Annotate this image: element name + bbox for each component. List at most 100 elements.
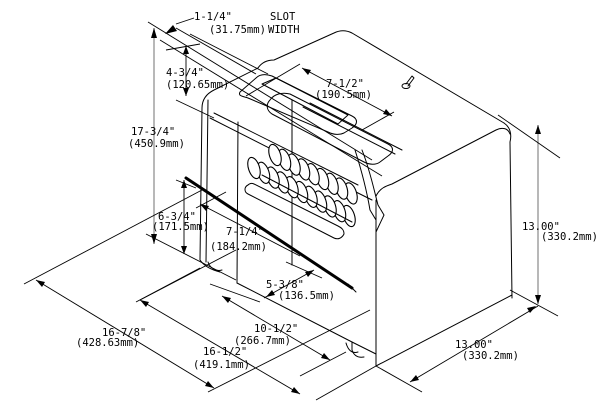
slot-width-note-1: SLOT xyxy=(270,11,296,23)
slot-length-dim-line xyxy=(301,67,393,117)
roller-assembly xyxy=(247,143,358,228)
arrow-icon xyxy=(527,306,536,313)
extension-line xyxy=(175,99,215,119)
opening-width-dim-line xyxy=(199,203,301,257)
extension-line xyxy=(315,365,377,401)
left-outer-profile xyxy=(199,67,259,261)
extension-line xyxy=(195,191,227,209)
arrow-icon xyxy=(535,295,541,304)
overall-height-metric: (450.9mm) xyxy=(128,138,185,150)
base-depth-metric: (419.1mm) xyxy=(193,359,250,371)
arrow-icon xyxy=(410,375,419,382)
dimension-lines xyxy=(23,17,561,401)
center-foot xyxy=(345,342,359,353)
inner-depth-metric: (266.7mm) xyxy=(234,335,291,347)
arrow-icon xyxy=(165,25,177,34)
side-width-metric: (330.2mm) xyxy=(462,350,519,362)
slot-width-ext xyxy=(175,27,257,75)
overall-depth-dim-line xyxy=(35,279,215,389)
extension-line xyxy=(147,21,373,161)
roller-disc xyxy=(247,156,261,180)
center-right-face xyxy=(361,149,385,299)
upper-lip-line-2 xyxy=(213,112,359,186)
arrow-icon xyxy=(321,353,330,360)
arrow-icon xyxy=(205,381,214,388)
extension-line xyxy=(159,39,383,177)
arrow-icon xyxy=(200,204,209,211)
slot-depth-metric: (120.65mm) xyxy=(166,79,229,91)
slot-lip xyxy=(309,102,403,151)
extension-line xyxy=(145,233,237,281)
extension-line xyxy=(209,283,261,303)
inner-depth-imperial: 10-1/2" xyxy=(254,323,298,335)
extension-line xyxy=(361,111,395,131)
extension-line xyxy=(375,365,423,393)
arrow-icon xyxy=(383,109,392,116)
side-width-dim-line xyxy=(409,305,539,383)
center-right-face-inner xyxy=(354,149,377,221)
extension-line xyxy=(285,261,323,279)
top-right-corner xyxy=(503,122,513,299)
roller-offset-imperial: 5-3/8" xyxy=(266,279,304,291)
opening-width-imperial: 7-1/4" xyxy=(226,226,264,238)
arrow-icon xyxy=(302,68,311,75)
extension-line xyxy=(509,289,559,317)
slot-width-metric: (31.75mm) xyxy=(209,24,266,36)
roller-guide-slot xyxy=(244,182,345,240)
dimension-labels: 1-1/4" (31.75mm) SLOT WIDTH 4-3/4" (120.… xyxy=(76,11,598,371)
tear-bar xyxy=(184,176,354,290)
overall-depth-metric: (428.63mm) xyxy=(76,337,139,349)
overall-depth-ext xyxy=(23,189,203,285)
base-depth-ext xyxy=(135,267,201,303)
extension-line xyxy=(299,351,347,377)
top-back-edge xyxy=(257,30,505,124)
slot-depth-imperial: 4-3/4" xyxy=(166,67,204,79)
left-bottom-edge xyxy=(199,259,221,273)
arrow-icon xyxy=(222,296,231,303)
slot-lip-2 xyxy=(302,106,396,155)
overall-depth-ext-2 xyxy=(207,309,371,393)
side-height-metric: (330.2mm) xyxy=(541,231,598,243)
slot-outline xyxy=(239,74,357,135)
arrow-icon xyxy=(181,180,187,188)
slot-width-ext-2 xyxy=(189,33,269,75)
roller-offset-metric: (136.5mm) xyxy=(278,290,335,302)
side-width-imperial: 13.00" xyxy=(455,339,493,351)
arrow-icon xyxy=(151,28,157,38)
slot-inner xyxy=(261,77,349,125)
arrow-icon xyxy=(266,290,275,297)
slot-width-leader xyxy=(175,17,195,25)
tear-bar-end xyxy=(347,283,357,293)
inner-depth-dim-line xyxy=(221,295,331,361)
top-front-edge xyxy=(375,127,511,197)
roller-shaft xyxy=(261,174,353,223)
opening-width-metric: (184.2mm) xyxy=(210,241,267,253)
roller-disc xyxy=(268,143,282,167)
side-height-imperial: 13.00" xyxy=(522,221,560,233)
base-depth-dim-line xyxy=(139,299,301,395)
extension-line xyxy=(245,63,301,97)
overall-height-imperial: 17-3/4" xyxy=(131,126,175,138)
slot-width-imperial: 1-1/4" xyxy=(194,11,232,23)
right-bottom-edge xyxy=(375,294,513,367)
arrow-icon xyxy=(151,234,157,244)
arrow-icon xyxy=(181,246,187,254)
arrow-icon xyxy=(140,300,149,307)
bottom-front-line xyxy=(351,341,365,358)
extension-line xyxy=(497,114,561,159)
key-lock-icon xyxy=(401,75,415,89)
arrow-icon xyxy=(183,88,189,96)
slot-length-metric: (190.5mm) xyxy=(315,89,372,101)
arrow-icon xyxy=(36,280,45,287)
opening-height-imperial: 6-3/4" xyxy=(158,211,196,223)
overall-depth-imperial: 16-7/8" xyxy=(102,327,146,339)
base-depth-imperial: 16-1/2" xyxy=(203,346,247,358)
mid-vertical-a xyxy=(236,121,239,284)
slot-front-recess xyxy=(266,92,393,165)
slot-width-note-2: WIDTH xyxy=(268,24,300,36)
top-slot xyxy=(239,74,403,165)
slot-length-imperial: 7-1/2" xyxy=(326,78,364,90)
opening-height-metric: (171.5mm) xyxy=(152,221,209,233)
extension-line xyxy=(175,179,197,189)
